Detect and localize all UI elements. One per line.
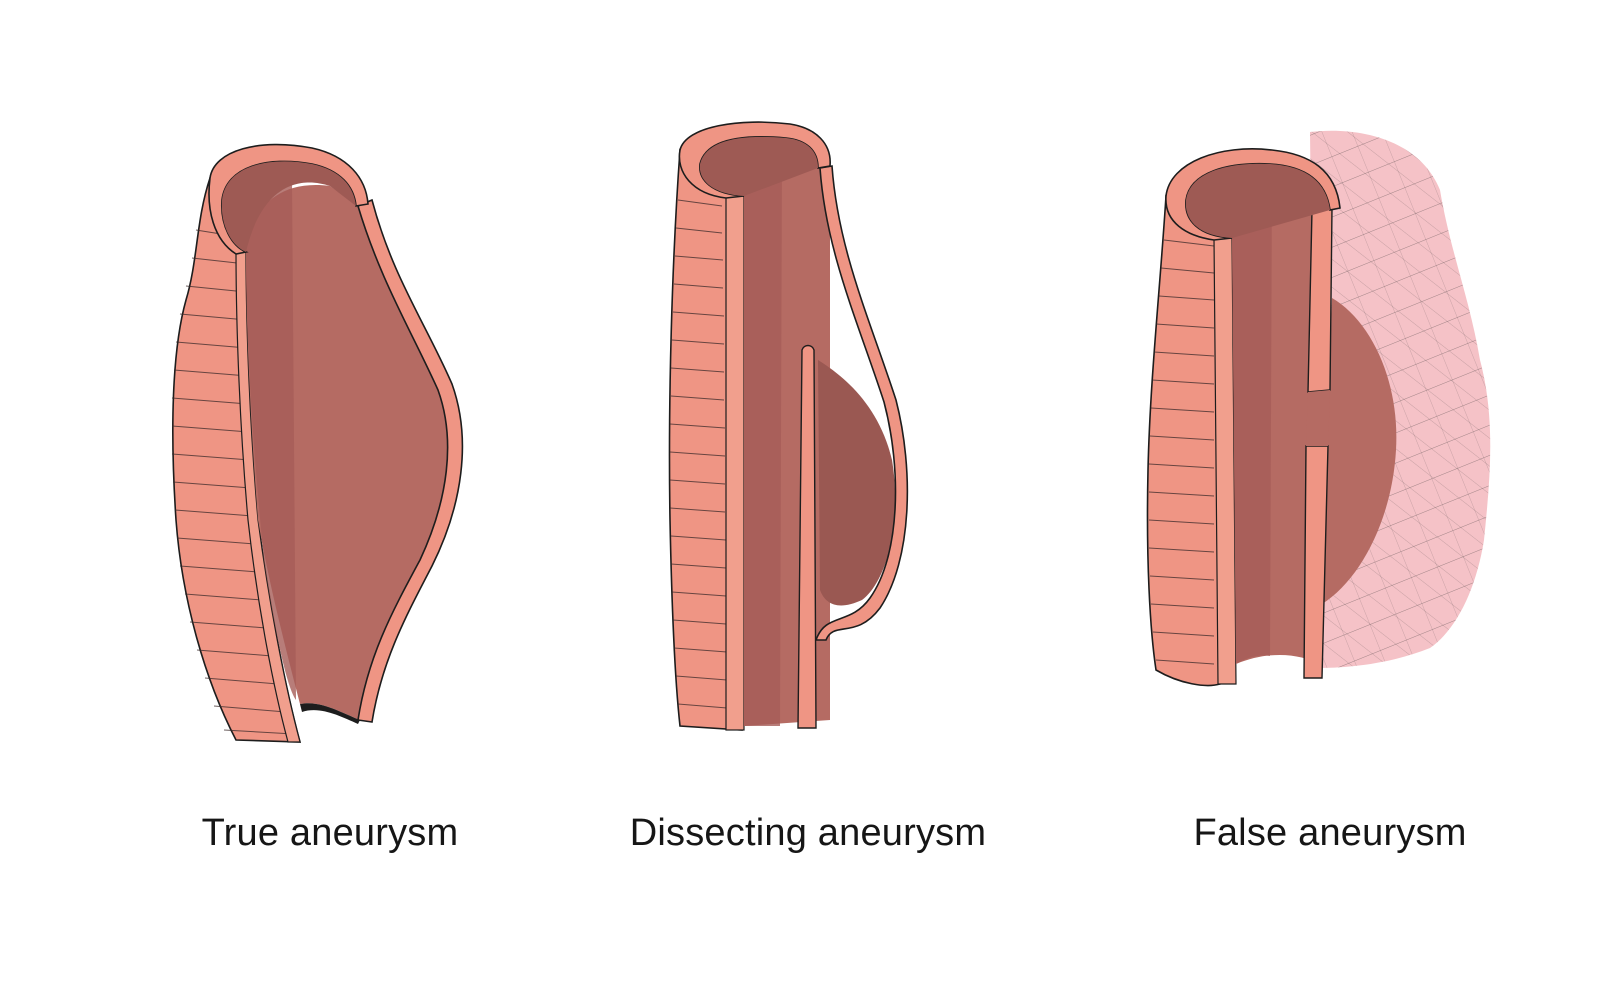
- vessel-top-opening: [1185, 163, 1330, 238]
- wall-rupture-gap: [1306, 390, 1330, 446]
- true-aneurysm-vessel: [171, 143, 464, 743]
- dissection-false-lumen: [818, 360, 896, 606]
- vessel-cut-face: [725, 195, 745, 731]
- true-aneurysm-label: True aneurysm: [201, 812, 459, 854]
- vessel-bottom-opening: [300, 703, 360, 724]
- dissecting-aneurysm-label: Dissecting aneurysm: [629, 812, 987, 854]
- false-aneurysm-vessel: [1146, 130, 1491, 687]
- vessel-wall-stripes: [669, 199, 728, 709]
- vessel-outer-wall: [668, 148, 745, 731]
- lumen-shadow-band: [246, 180, 296, 700]
- vessel-top-opening: [221, 161, 356, 252]
- false-aneurysm-label: False aneurysm: [1193, 812, 1467, 854]
- dissecting-aneurysm-vessel: [668, 121, 909, 731]
- vessel-wall-stripes: [1148, 239, 1215, 665]
- intimal-flap: [797, 344, 817, 729]
- vessel-top-opening: [699, 136, 818, 196]
- lumen-shadow-band: [744, 150, 782, 726]
- vessel-lumen: [246, 185, 450, 721]
- vessel-wall-upper-segment: [1307, 207, 1333, 393]
- pseudoaneurysm-sac: [1322, 298, 1397, 604]
- lumen-shadow-band: [1232, 174, 1272, 664]
- vessel-cut-face: [235, 249, 301, 743]
- vessel-outer-wall: [1146, 194, 1233, 687]
- aneurysm-bulge-wall: [357, 198, 464, 723]
- dissection-outer-wall: [814, 165, 909, 641]
